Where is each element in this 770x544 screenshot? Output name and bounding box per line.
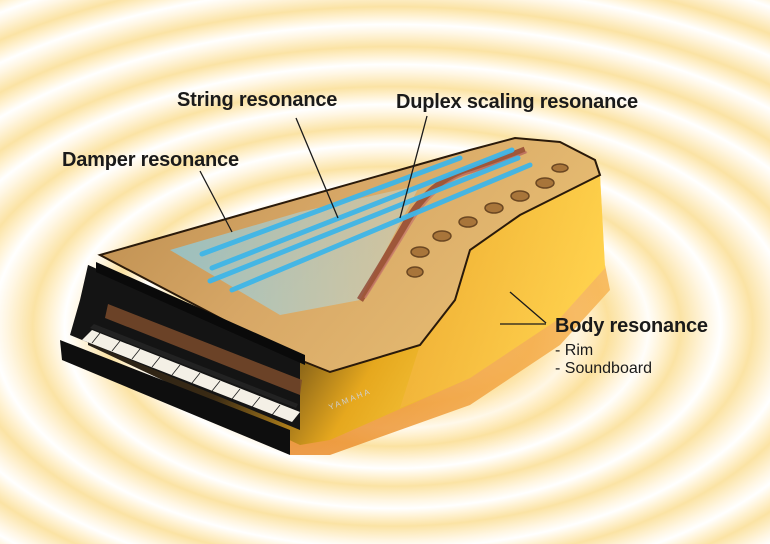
leader-line-string <box>295 117 339 219</box>
key-slip <box>60 340 290 455</box>
leader-line-duplex <box>399 115 428 219</box>
string-glow-area <box>170 185 420 315</box>
label-string-resonance: String resonance <box>177 89 338 111</box>
label-body-resonance: Body resonance <box>555 315 708 337</box>
label-rim: - Rim <box>555 342 594 359</box>
piano-action <box>105 304 302 395</box>
label-soundboard: - Soundboard <box>555 360 652 377</box>
leader-line-body-1 <box>509 291 547 324</box>
frame-holes <box>406 163 569 278</box>
leader-line-damper <box>199 170 233 233</box>
leader-lines <box>199 115 547 325</box>
duplex-bridge-highlight <box>364 151 528 299</box>
music-desk <box>96 262 305 365</box>
body-resonance-glow <box>400 175 605 408</box>
label-damper-resonance: Damper resonance <box>62 149 239 171</box>
resonating-strings <box>199 147 533 293</box>
label-duplex-scaling-resonance: Duplex scaling resonance <box>396 91 638 113</box>
keyboard <box>82 324 300 422</box>
